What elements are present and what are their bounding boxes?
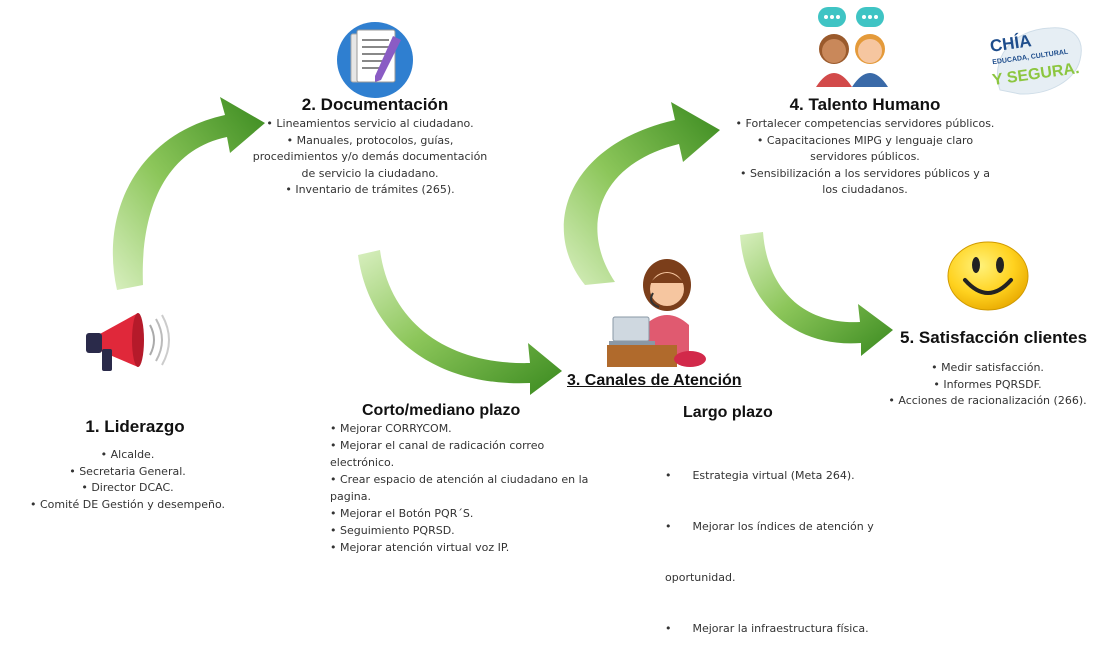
documents-icon [335, 20, 415, 98]
step5-item: • Acciones de racionalización (266). [888, 394, 1087, 407]
step1-title: 1. Liderazgo [85, 417, 185, 436]
smiley-icon [945, 240, 1031, 312]
step5-list: • Medir satisfacción. • Informes PQRSDF.… [870, 360, 1105, 410]
short-term-item: • Crear espacio de atención al ciudadano… [330, 473, 589, 486]
step2-item: procedimientos y/o demás documentación [252, 150, 488, 163]
short-term-item: • Mejorar atención virtual voz IP. [330, 541, 510, 554]
step4-list: • Fortalecer competencias servidores púb… [700, 116, 1030, 199]
short-term-list: • Mejorar CORRYCOM. • Mejorar el canal d… [330, 420, 660, 556]
step1-list: • Alcalde. • Secretaria General. • Direc… [0, 447, 255, 513]
step4-item: • Capacitaciones MIPG y lenguaje claro [756, 133, 974, 147]
step4-item: los ciudadanos. [822, 183, 908, 196]
step4-title: 4. Talento Humano [789, 95, 941, 114]
step4-item: servidores públicos. [810, 150, 920, 163]
step2-list: • Lineamientos servicio al ciudadano. • … [220, 116, 520, 199]
step5-title: 5. Satisfacción clientes [900, 328, 1088, 347]
short-term-item: • Seguimiento PQRSD. [330, 524, 455, 537]
people-talking-icon [812, 5, 892, 87]
step1-item: • Alcalde. [100, 448, 155, 461]
long-term-title: Largo plazo [683, 404, 773, 421]
short-term-item: pagina. [330, 490, 371, 503]
step4-item: • Fortalecer competencias servidores púb… [735, 117, 995, 130]
megaphone-icon [78, 305, 173, 385]
step4-item: • Sensibilización a los servidores públi… [739, 166, 991, 180]
short-term-item: electrónico. [330, 456, 395, 469]
short-term-item: • Mejorar el canal de radicación correo [330, 439, 545, 452]
long-term-item: oportunidad. [665, 571, 736, 584]
arrow-canales-to-talento [563, 102, 720, 285]
short-term-item: • Mejorar CORRYCOM. [330, 422, 452, 435]
step2-item: • Inventario de trámites (265). [285, 183, 455, 196]
step2-item: • Manuales, protocolos, guías, [286, 133, 454, 147]
step1-item: • Comité DE Gestión y desempeño. [30, 497, 225, 511]
arrow-talento-to-satisfaccion [740, 232, 893, 356]
long-term-list: • Estrategia virtual (Meta 264). • Mejor… [665, 433, 945, 654]
step5-item: • Medir satisfacción. [931, 361, 1044, 374]
long-term-item: • Estrategia virtual (Meta 264). [665, 469, 855, 482]
step5-item: • Informes PQRSDF. [933, 377, 1042, 391]
long-term-item: • Mejorar la infraestructura física. [665, 622, 869, 635]
step1-item: • Director DCAC. [81, 481, 174, 494]
chia-logo: CHÍA EDUCADA, CULTURAL Y SEGURA. [980, 20, 1090, 100]
step2-title: 2. Documentación [301, 95, 449, 114]
step2-item: de servicio la ciudadano. [301, 166, 439, 180]
step3-title: 3. Canales de Atención [567, 372, 742, 389]
arrow-documentacion-to-canales [358, 250, 562, 395]
short-term-title: Corto/mediano plazo [362, 402, 521, 419]
short-term-item: • Mejorar el Botón PQR´S. [330, 507, 474, 520]
step1-item: • Secretaria General. [69, 464, 186, 478]
arrow-liderazgo-to-documentacion [112, 97, 265, 290]
customer-service-agent-icon [605, 255, 715, 367]
long-term-item: • Mejorar los índices de atención y [665, 520, 874, 533]
step2-item: • Lineamientos servicio al ciudadano. [266, 117, 474, 130]
